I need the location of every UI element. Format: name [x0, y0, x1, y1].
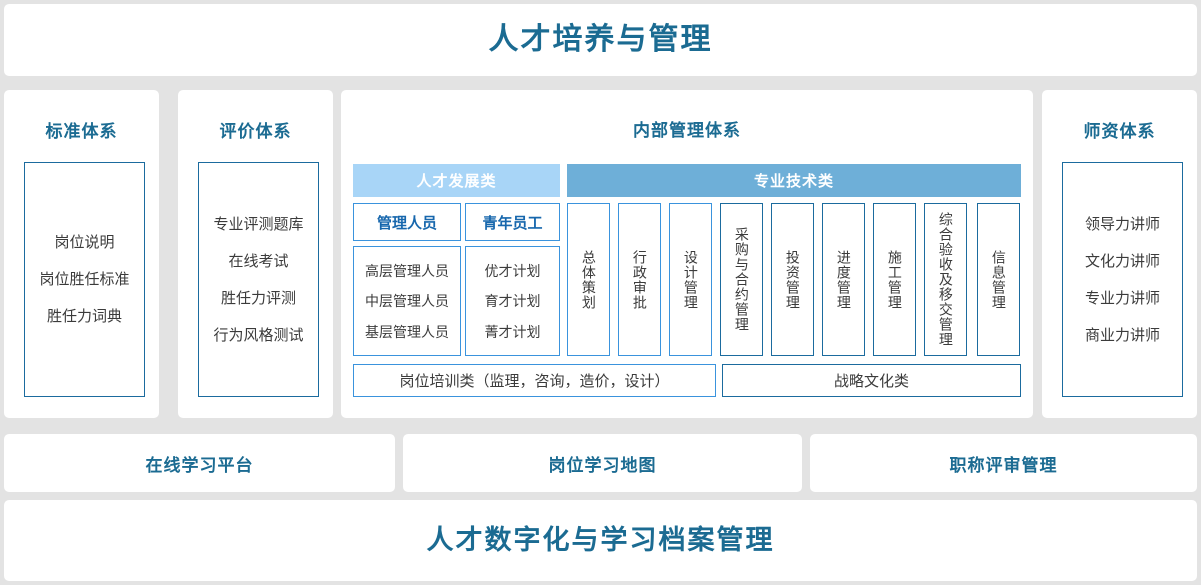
- list-item: 基层管理人员: [365, 323, 449, 340]
- list-item: 胜任力词典: [46, 308, 122, 325]
- faculty-items-box: 领导力讲师 文化力讲师 专业力讲师 商业力讲师: [1062, 162, 1183, 397]
- panel-standard-title: 标准体系: [45, 122, 118, 141]
- list-item: 高层管理人员: [365, 262, 449, 279]
- talent-column-body-management: 高层管理人员 中层管理人员 基层管理人员: [353, 246, 461, 356]
- tech-column-investment-management[interactable]: 投资管理: [771, 203, 814, 356]
- list-item: 专业力讲师: [1084, 289, 1160, 307]
- bottom-button-online-learning-platform[interactable]: 在线学习平台: [4, 434, 395, 492]
- panel-evaluation-system: 评价体系 专业评测题库 在线考试 胜任力评测 行为风格测试: [178, 90, 333, 418]
- bottom-button-title-review-management[interactable]: 职称评审管理: [810, 434, 1197, 492]
- standard-items-box: 岗位说明 岗位胜任标准 胜任力词典: [24, 162, 145, 397]
- tech-column-schedule-management[interactable]: 进度管理: [822, 203, 865, 356]
- list-item: 商业力讲师: [1084, 326, 1160, 344]
- list-item: 岗位说明: [54, 234, 115, 251]
- tech-column-label: 行政审批: [631, 249, 648, 310]
- list-item: 优才计划: [484, 262, 541, 279]
- tech-column-label: 施工管理: [886, 249, 903, 310]
- list-item: 文化力讲师: [1084, 252, 1160, 270]
- category-bar-talent-development: 人才发展类: [353, 164, 560, 197]
- list-item: 育才计划: [484, 293, 541, 309]
- list-item: 行为风格测试: [213, 326, 304, 344]
- list-item: 胜任力评测: [220, 289, 296, 307]
- tech-column-label: 设计管理: [682, 249, 699, 310]
- panel-internal-title: 内部管理体系: [633, 121, 741, 140]
- panel-standard-system: 标准体系 岗位说明 岗位胜任标准 胜任力词典: [4, 90, 159, 418]
- tech-column-label: 综合验收及移交管理: [937, 212, 954, 347]
- panel-internal-management-system: 内部管理体系 人才发展类 专业技术类 管理人员 青年员工 高层管理人员 中层管理…: [341, 90, 1033, 418]
- panel-evaluation-title: 评价体系: [219, 122, 292, 141]
- tech-column-label: 采购与合约管理: [733, 227, 750, 332]
- list-item: 在线考试: [228, 252, 289, 270]
- talent-column-body-young-staff: 优才计划 育才计划 菁才计划: [465, 246, 560, 356]
- tech-column-construction-management[interactable]: 施工管理: [873, 203, 916, 356]
- category-bar-professional-technical: 专业技术类: [567, 164, 1021, 197]
- tech-column-design-management[interactable]: 设计管理: [669, 203, 712, 356]
- page-title: 人才培养与管理: [488, 23, 713, 56]
- talent-column-head-management[interactable]: 管理人员: [353, 203, 461, 241]
- tech-column-label: 进度管理: [835, 249, 852, 310]
- footer-title: 人才数字化与学习档案管理: [426, 525, 775, 555]
- list-item: 中层管理人员: [365, 293, 449, 309]
- tech-column-label: 信息管理: [990, 249, 1007, 310]
- list-item: 领导力讲师: [1084, 215, 1160, 233]
- tech-column-label: 投资管理: [784, 249, 801, 310]
- list-item: 岗位胜任标准: [39, 271, 130, 288]
- tech-column-acceptance-handover-management[interactable]: 综合验收及移交管理: [924, 203, 967, 356]
- wide-row-strategy-culture[interactable]: 战略文化类: [722, 364, 1021, 397]
- evaluation-items-box: 专业评测题库 在线考试 胜任力评测 行为风格测试: [198, 162, 319, 397]
- header-banner: 人才培养与管理: [4, 4, 1197, 76]
- list-item: 专业评测题库: [213, 215, 304, 233]
- tech-column-procurement-contract-management[interactable]: 采购与合约管理: [720, 203, 763, 356]
- tech-column-information-management[interactable]: 信息管理: [977, 203, 1020, 356]
- talent-column-head-young-staff[interactable]: 青年员工: [465, 203, 560, 241]
- panel-faculty-system: 师资体系 领导力讲师 文化力讲师 专业力讲师 商业力讲师: [1042, 90, 1197, 418]
- tech-column-administrative-approval[interactable]: 行政审批: [618, 203, 661, 356]
- panel-faculty-title: 师资体系: [1083, 122, 1156, 141]
- tech-column-label: 总体策划: [580, 249, 597, 310]
- list-item: 菁才计划: [484, 323, 541, 340]
- tech-column-overall-planning[interactable]: 总体策划: [567, 203, 610, 356]
- footer-banner: 人才数字化与学习档案管理: [4, 500, 1197, 581]
- bottom-button-job-learning-map[interactable]: 岗位学习地图: [403, 434, 802, 492]
- wide-row-job-training[interactable]: 岗位培训类（监理，咨询，造价，设计）: [353, 364, 716, 397]
